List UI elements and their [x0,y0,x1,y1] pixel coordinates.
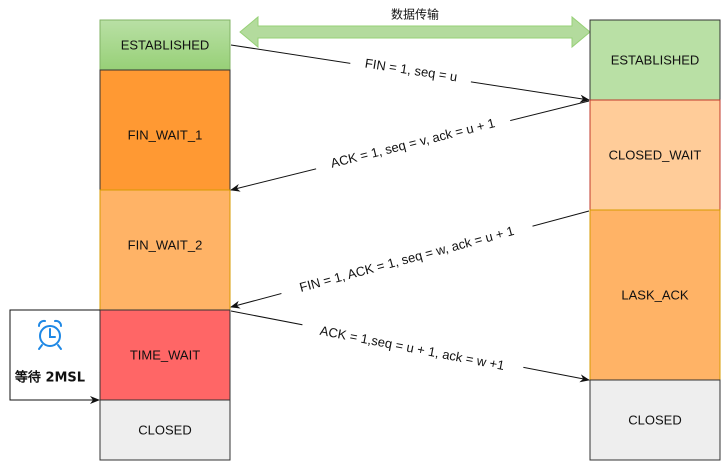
client-state-label: TIME_WAIT [130,347,200,362]
client-state-label: FIN_WAIT_1 [128,127,203,142]
alarm-clock-icon [38,319,62,350]
client-state-fin-wait-2 [99,189,231,311]
label-background [300,318,525,378]
timer-2msl: 等待 2MSL [9,309,100,404]
double-arrow-shape [239,15,591,49]
message-ack: ACK = 1, seq = v, ack = u + 1 [230,100,590,192]
server-state-label: CLOSED [628,412,681,427]
server-state-lask-ack [589,209,721,381]
server-state-label: LASK_ACK [621,287,689,302]
server-state-established [589,19,721,101]
client-state-time-wait [99,309,231,401]
client-state-label: CLOSED [138,422,191,437]
message-label: FIN = 1, seq = u [364,55,458,84]
label-background [313,111,512,175]
server-state-label: CLOSED_WAIT [609,147,702,162]
label-background [279,218,535,302]
server-state-closed [589,379,721,461]
client-state-label: ESTABLISHED [121,37,210,52]
data-transfer-label: 数据传输 [391,7,439,22]
client-column: ESTABLISHED FIN_WAIT_1 FIN_WAIT_2 TIME_W… [99,19,231,461]
label-background [349,52,473,88]
client-state-label: FIN_WAIT_2 [128,237,203,252]
timer-loop [9,309,100,404]
message-fin-ack: FIN = 1, ACK = 1, seq = w, ack = u + 1 [230,210,590,309]
message-fin: FIN = 1, seq = u [230,44,590,103]
message-label: ACK = 1,seq = u + 1, ack = w +1 [319,323,506,373]
message-label: FIN = 1, ACK = 1, seq = w, ack = u + 1 [298,223,516,295]
server-state-label: ESTABLISHED [611,52,700,67]
message-final-ack: ACK = 1,seq = u + 1, ack = w +1 [230,310,590,383]
timer-label: 等待 2MSL [14,370,85,386]
message-label: ACK = 1, seq = v, ack = u + 1 [329,115,496,170]
client-state-established [99,19,231,71]
data-transfer-arrow: 数据传输 [239,7,591,49]
client-state-closed [99,399,231,461]
server-column: ESTABLISHED CLOSED_WAIT LASK_ACK CLOSED [589,19,721,461]
client-state-fin-wait-1 [99,69,231,191]
